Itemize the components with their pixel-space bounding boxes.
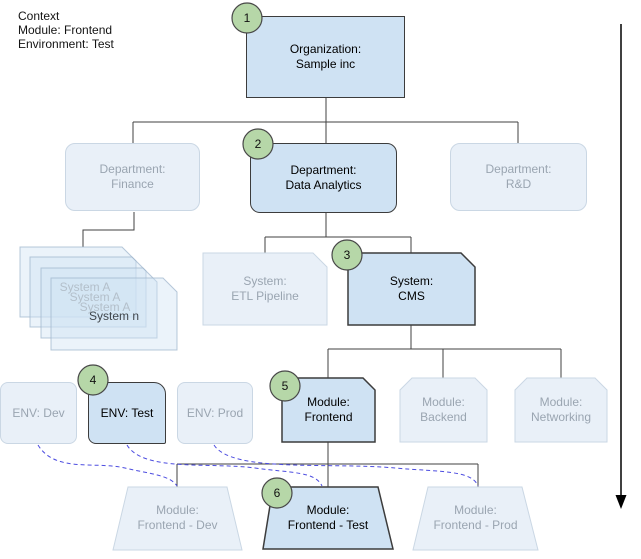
system-stack-label-3: System A xyxy=(79,300,131,314)
system-etl-shape xyxy=(202,252,328,326)
dept-data-analytics-node: Department: Data Analytics xyxy=(250,143,397,213)
env-deployment-links xyxy=(37,444,479,487)
system-stack-card-4 xyxy=(50,277,178,351)
link-env-prod-to-deployment-prod xyxy=(213,444,479,487)
system-stack-card-3 xyxy=(40,267,158,339)
system-stack-card-1 xyxy=(19,246,137,318)
dept-rnd-node: Department: R&D xyxy=(450,143,587,211)
module-backend-shape xyxy=(399,377,488,443)
system-stack-label-1: System A xyxy=(59,280,111,294)
link-env-dev-to-deployment-dev xyxy=(37,444,178,487)
context-note: Context Module: Frontend Environment: Te… xyxy=(18,9,114,51)
env-prod-node: ENV: Prod xyxy=(177,382,253,444)
context-note-line-3: Environment: Test xyxy=(18,37,114,51)
link-env-test-to-deployment-test xyxy=(126,444,323,487)
organization-node: Organization: Sample inc xyxy=(246,16,405,98)
flow-arrow-down xyxy=(615,24,627,509)
tree-connectors xyxy=(82,98,562,487)
module-frontend-shape xyxy=(281,377,376,443)
system-stack-node xyxy=(19,246,178,351)
env-dev-node: ENV: Dev xyxy=(0,382,77,444)
context-note-line-2: Module: Frontend xyxy=(18,23,113,37)
system-stack-card-2 xyxy=(29,256,147,328)
deployment-prod-shape xyxy=(412,486,539,551)
system-stack-label-2: System A xyxy=(69,290,121,304)
module-networking-shape xyxy=(514,377,608,443)
env-test-node: ENV: Test xyxy=(88,382,166,444)
dept-finance-node: Department: Finance xyxy=(65,143,200,211)
deployment-dev-shape xyxy=(112,486,243,551)
deployment-test-shape xyxy=(262,486,394,550)
system-stack-label-n: System n xyxy=(88,309,140,323)
context-note-line-1: Context xyxy=(18,9,60,23)
system-cms-shape xyxy=(347,252,476,326)
